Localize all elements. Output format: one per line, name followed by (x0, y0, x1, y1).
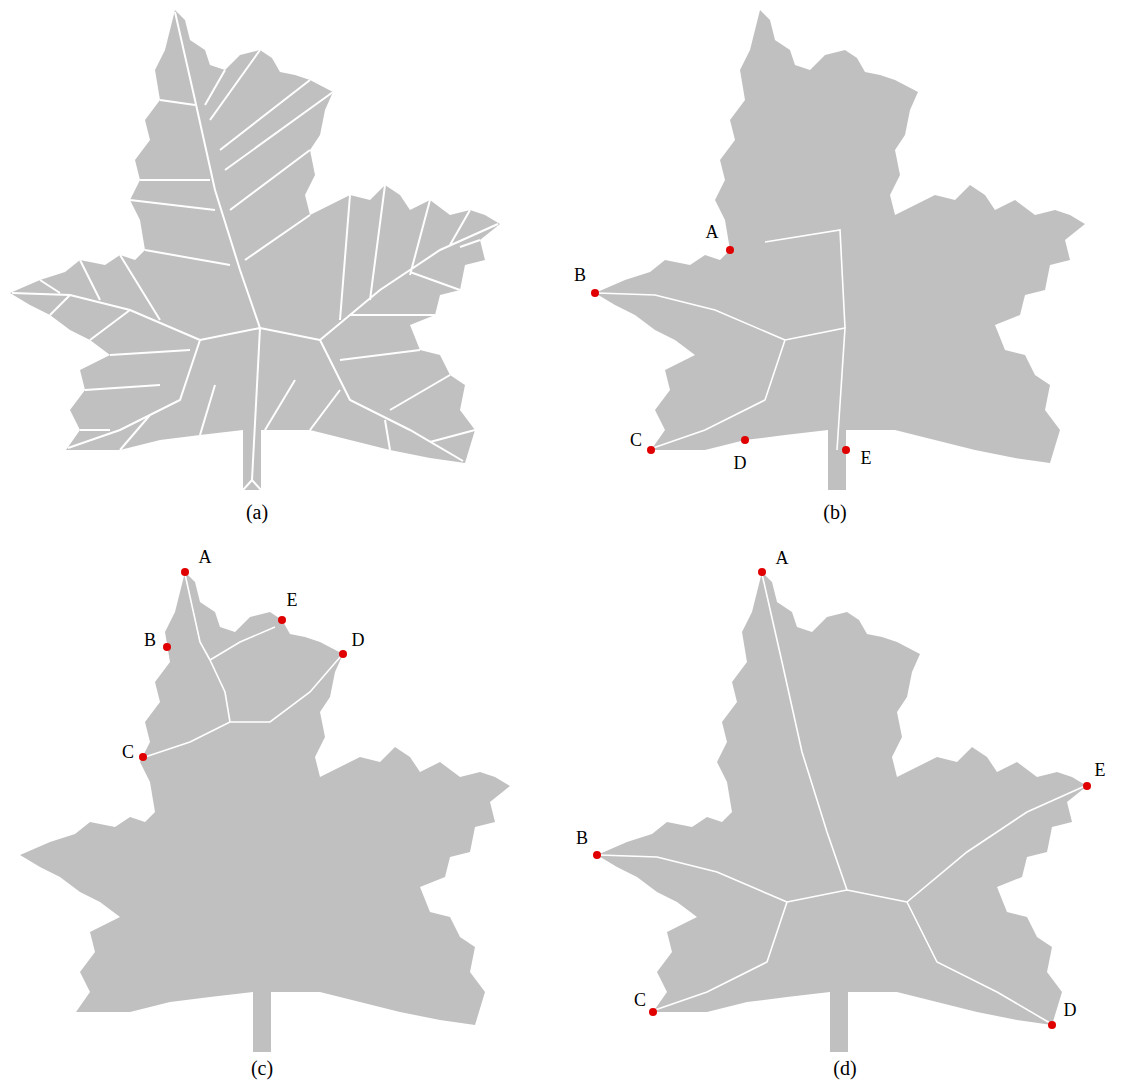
point-marker (139, 753, 147, 761)
point-label: A (706, 223, 719, 241)
point-marker (1083, 782, 1091, 790)
panel-caption: (d) (833, 1058, 856, 1078)
skeleton-path (597, 230, 845, 450)
point-marker (647, 446, 655, 454)
point-marker (726, 246, 734, 254)
point-label: E (861, 449, 872, 467)
point-marker (842, 446, 850, 454)
point-marker (278, 616, 286, 624)
panel-caption: (a) (246, 502, 268, 522)
point-label: D (734, 454, 747, 472)
point-label: A (776, 549, 789, 567)
panel-caption: (c) (251, 1058, 273, 1078)
point-label: C (122, 743, 134, 761)
point-label: B (576, 829, 588, 847)
point-marker (591, 289, 599, 297)
point-marker (593, 851, 601, 859)
point-marker (758, 568, 766, 576)
point-label: B (144, 631, 156, 649)
medial-axis (12, 12, 498, 490)
point-label: D (1064, 1001, 1077, 1019)
point-marker (741, 436, 749, 444)
point-marker (181, 568, 189, 576)
leaf-shape (595, 10, 1085, 490)
leaf-shape (20, 572, 510, 1052)
point-marker (339, 650, 347, 658)
leaf-panel-a (10, 10, 500, 490)
point-label: C (630, 431, 642, 449)
point-marker (163, 643, 171, 651)
point-label: B (574, 266, 586, 284)
point-label: A (199, 548, 212, 566)
panel-caption: (b) (823, 502, 846, 522)
leaf-panel-c (20, 568, 510, 1052)
point-label: D (352, 631, 365, 649)
leaf-panel-d (593, 568, 1091, 1052)
point-label: C (634, 991, 646, 1009)
skeleton-path (145, 574, 341, 757)
point-marker (1048, 1021, 1056, 1029)
point-label: E (1095, 761, 1106, 779)
point-label: E (287, 591, 298, 609)
skeleton-path (599, 574, 1085, 1023)
leaf-panel-b (591, 10, 1085, 490)
leaf-shape (10, 10, 500, 490)
point-marker (649, 1008, 657, 1016)
leaf-shape (597, 572, 1087, 1052)
